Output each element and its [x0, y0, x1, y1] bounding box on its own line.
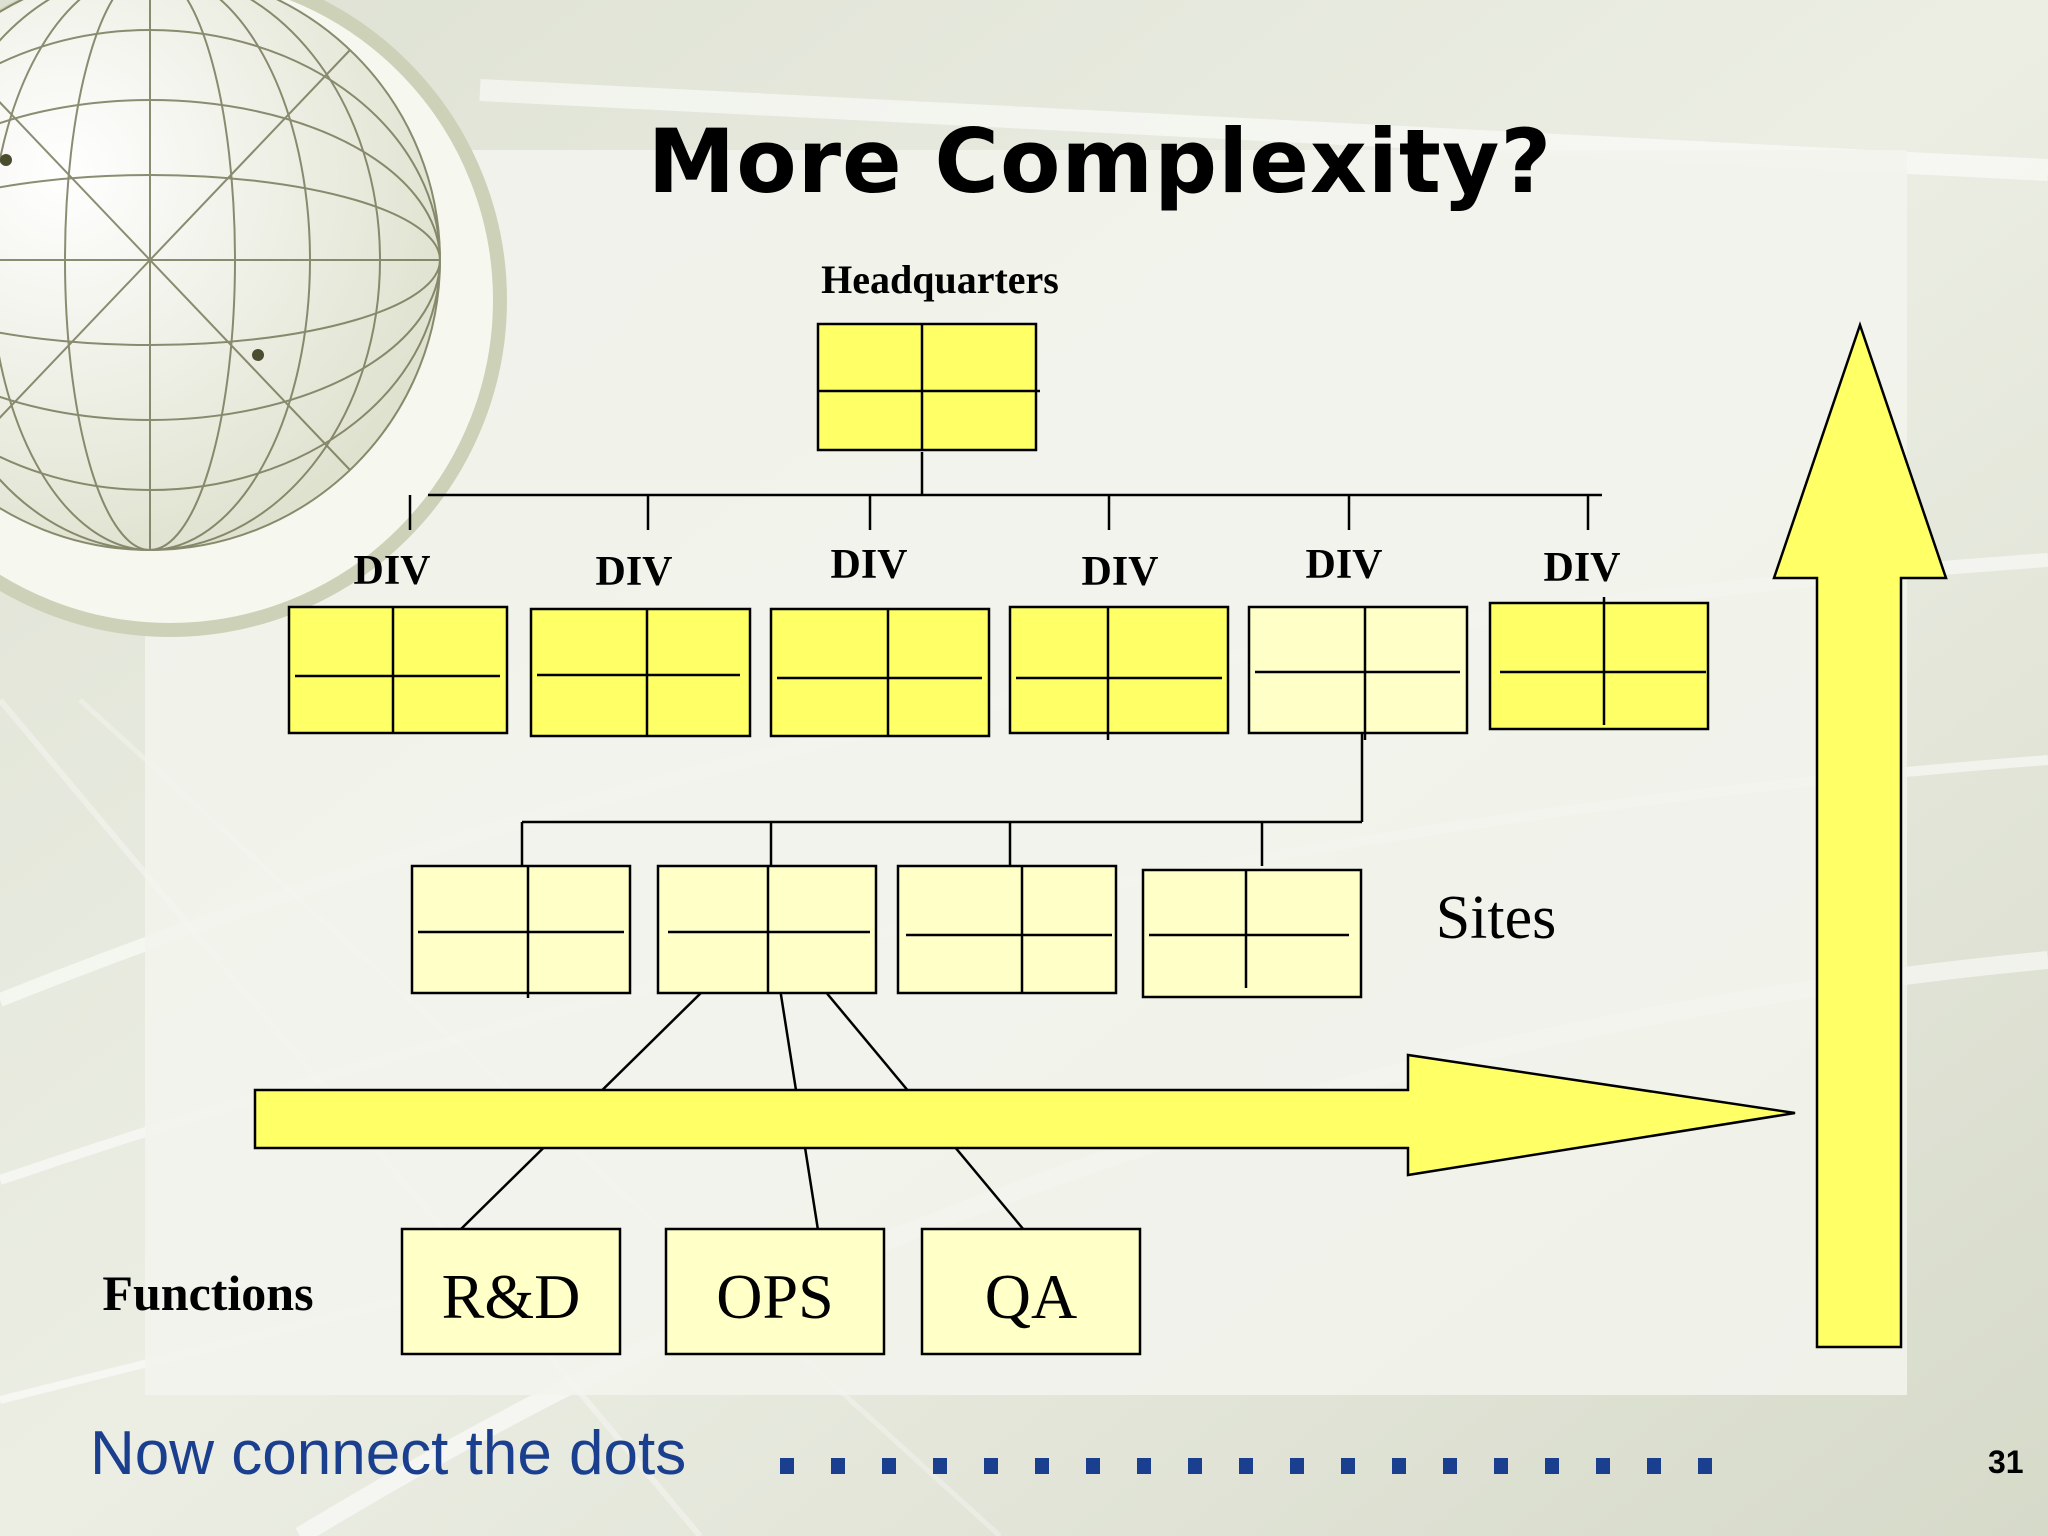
division-label-4: DIV [1081, 549, 1158, 595]
site-box-2 [656, 864, 878, 995]
division-box-1 [287, 605, 509, 735]
right-arrow [253, 1053, 1796, 1177]
footer-text: Now connect the dots [90, 1419, 687, 1488]
function-label-qa: QA [985, 1261, 1077, 1332]
slide-title: More Complexity? [647, 110, 1553, 213]
dotted-leader [780, 1458, 1712, 1474]
division-label-5: DIV [1305, 542, 1382, 588]
up-arrow [1772, 321, 1948, 1349]
sites-label: Sites [1436, 884, 1557, 952]
division-box-2 [529, 607, 752, 738]
globe-logo [0, 0, 507, 637]
division-label-1: DIV [353, 548, 430, 594]
function-box-ops: OPS [664, 1227, 886, 1356]
headquarters-box [816, 322, 1040, 452]
site-box-1 [410, 864, 632, 998]
function-label-ops: OPS [716, 1261, 833, 1332]
function-box-qa: QA [920, 1227, 1142, 1356]
function-label-rnd: R&D [442, 1261, 581, 1332]
headquarters-label: Headquarters [821, 257, 1059, 302]
site-box-4 [1141, 868, 1363, 999]
division-labels: DIV DIV DIV DIV DIV DIV [353, 542, 1620, 595]
division-box-4 [1008, 605, 1230, 740]
functions-label: Functions [102, 1265, 313, 1321]
division-box-5 [1247, 605, 1469, 740]
division-label-6: DIV [1543, 545, 1620, 591]
connector-lines [408, 452, 1602, 1231]
site-box-3 [896, 864, 1118, 995]
division-box-6 [1488, 597, 1710, 731]
division-label-2: DIV [595, 549, 672, 595]
function-box-rnd: R&D [400, 1227, 622, 1356]
page-number: 31 [1988, 1444, 2024, 1480]
division-box-3 [769, 607, 991, 738]
division-label-3: DIV [830, 542, 907, 588]
